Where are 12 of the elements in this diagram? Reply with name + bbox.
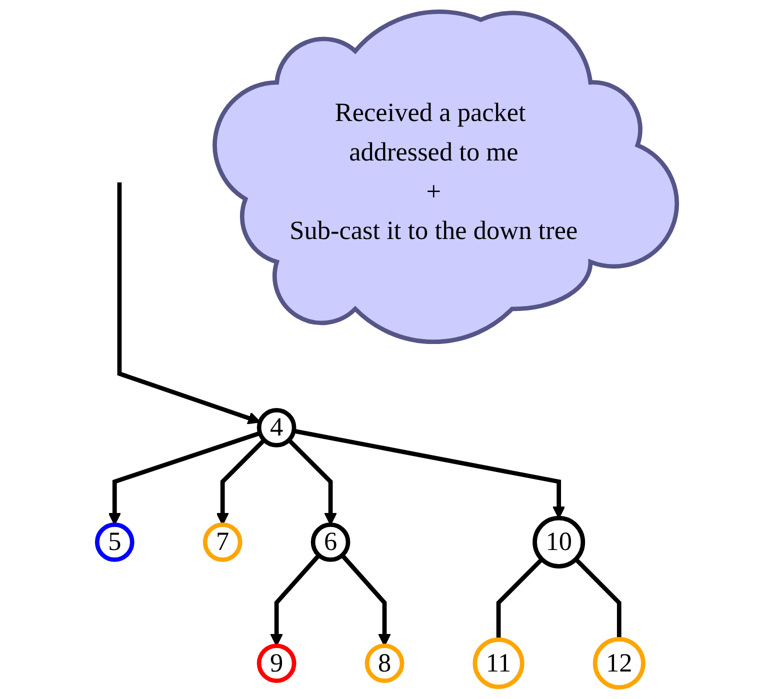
node-circle: 8 [364, 644, 404, 683]
node-circle: 7 [202, 522, 242, 562]
node-circle: 9 [256, 644, 296, 683]
node-circle: 11 [472, 637, 524, 690]
node-circle: 12 [592, 637, 646, 690]
node-circle: 5 [94, 522, 134, 562]
connector [496, 558, 544, 640]
arrow [117, 182, 261, 424]
connector [574, 558, 622, 640]
node-circle: 4 [256, 408, 296, 448]
node-circle: 10 [532, 516, 586, 568]
node-circle: 6 [310, 522, 350, 562]
